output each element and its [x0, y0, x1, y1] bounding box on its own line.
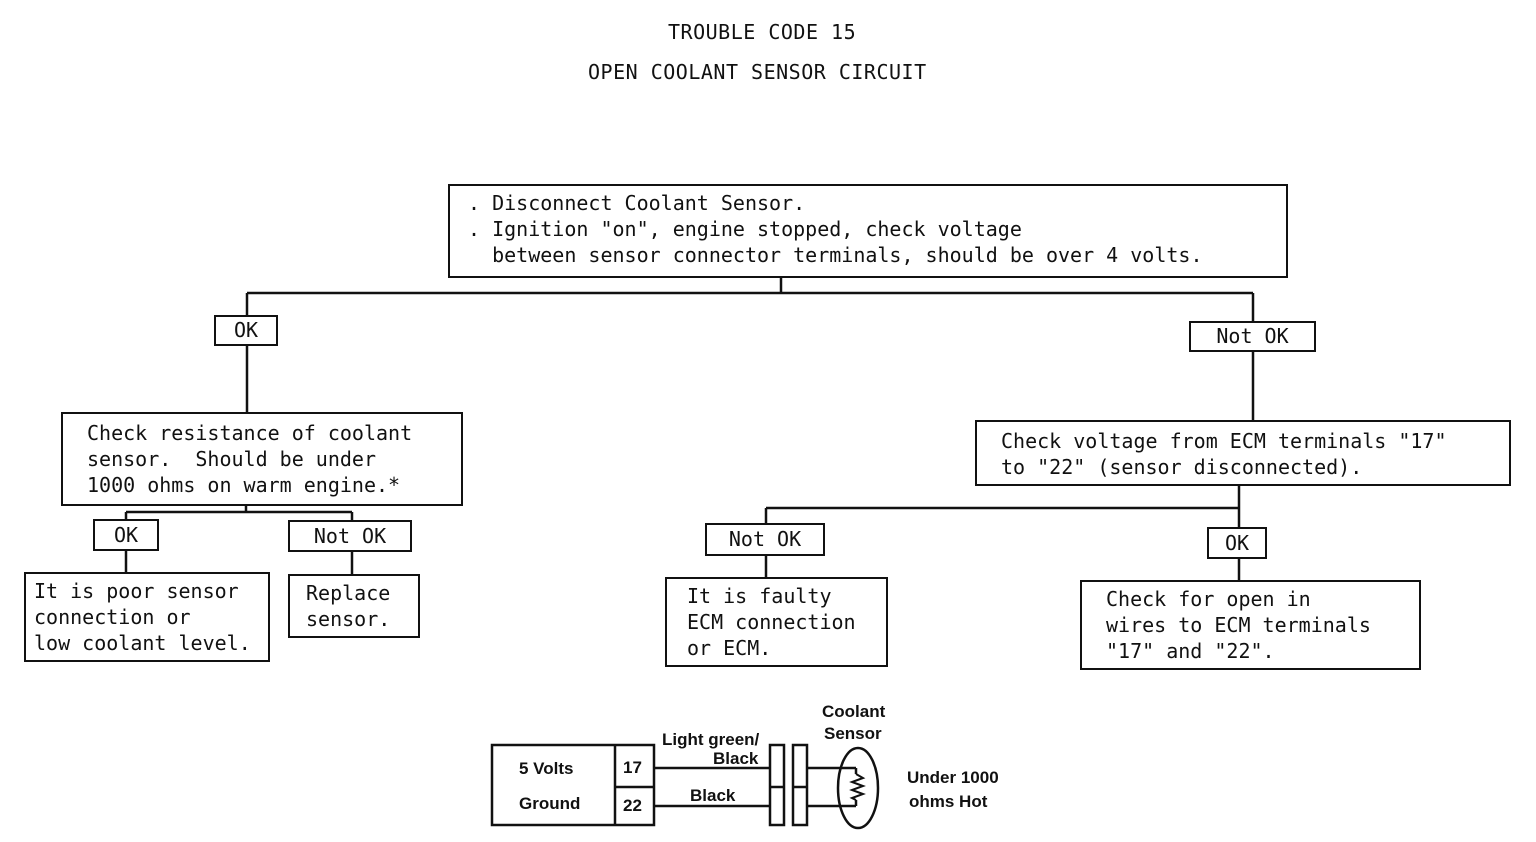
ecm-signal-5-volts: 5 Volts — [519, 759, 574, 778]
poor-connection-line-1: It is poor sensor — [34, 579, 239, 603]
faulty-ecm-line-2: ECM connection — [687, 610, 856, 634]
start-line-1: . Disconnect Coolant Sensor. — [468, 191, 806, 215]
page-subtitle: OPEN COOLANT SENSOR CIRCUIT — [588, 60, 927, 84]
coolant-circuit-schematic — [490, 743, 880, 830]
not-ok-ecm-label: Not OK — [705, 523, 825, 556]
check-open-wires-line-3: "17" and "22". — [1106, 639, 1275, 663]
ecm-terminal-22: 22 — [623, 796, 642, 815]
poor-connection-line-3: low coolant level. — [34, 631, 251, 655]
wire-label-light-green: Light green/ — [662, 730, 760, 749]
poor-connection-line-2: connection or — [34, 605, 191, 629]
replace-sensor-line-1: Replace — [306, 581, 391, 605]
start-line-3: between sensor connector terminals, shou… — [468, 243, 1203, 267]
sensor-note-under-1000: Under 1000 — [907, 768, 999, 787]
start-step-box: . Disconnect Coolant Sensor. . Ignition … — [448, 184, 1288, 278]
sensor-label-sensor: Sensor — [824, 724, 882, 743]
ecm-signal-ground: Ground — [519, 794, 581, 813]
faulty-ecm-line-1: It is faulty — [687, 584, 832, 608]
wire-label-black-top: Black — [713, 749, 759, 768]
check-open-wires-line-2: wires to ECM terminals — [1106, 613, 1371, 637]
ok-resistance-label: OK — [93, 519, 159, 551]
replace-sensor-line-2: sensor. — [306, 607, 391, 631]
check-voltage-line-2: to "22" (sensor disconnected). — [1001, 455, 1363, 479]
check-voltage-line-1: Check voltage from ECM terminals "17" — [1001, 429, 1447, 453]
sensor-note-ohms-hot: ohms Hot — [909, 792, 988, 811]
replace-sensor-box: Replace sensor. — [288, 574, 420, 638]
ok-ecm-label: OK — [1207, 527, 1267, 559]
check-resistance-line-3: 1000 ohms on warm engine.* — [87, 473, 401, 497]
wire-label-black-bottom: Black — [690, 786, 736, 805]
ok-left-label: OK — [214, 315, 278, 346]
ecm-terminal-17: 17 — [623, 758, 642, 777]
page-title: TROUBLE CODE 15 — [668, 20, 857, 44]
check-resistance-line-1: Check resistance of coolant — [87, 421, 413, 445]
not-ok-right-label: Not OK — [1189, 321, 1316, 352]
sensor-label-coolant: Coolant — [822, 702, 886, 721]
faulty-ecm-line-3: or ECM. — [687, 636, 772, 660]
check-open-wires-line-1: Check for open in — [1106, 587, 1311, 611]
poor-connection-box: It is poor sensor connection or low cool… — [24, 572, 270, 662]
check-open-wires-box: Check for open in wires to ECM terminals… — [1080, 580, 1421, 670]
faulty-ecm-box: It is faulty ECM connection or ECM. — [665, 577, 888, 667]
check-resistance-line-2: sensor. Should be under — [87, 447, 376, 471]
check-voltage-ecm-box: Check voltage from ECM terminals "17" to… — [975, 420, 1511, 486]
not-ok-resistance-label: Not OK — [288, 520, 412, 552]
start-line-2: . Ignition "on", engine stopped, check v… — [468, 217, 1022, 241]
check-resistance-box: Check resistance of coolant sensor. Shou… — [61, 412, 463, 506]
